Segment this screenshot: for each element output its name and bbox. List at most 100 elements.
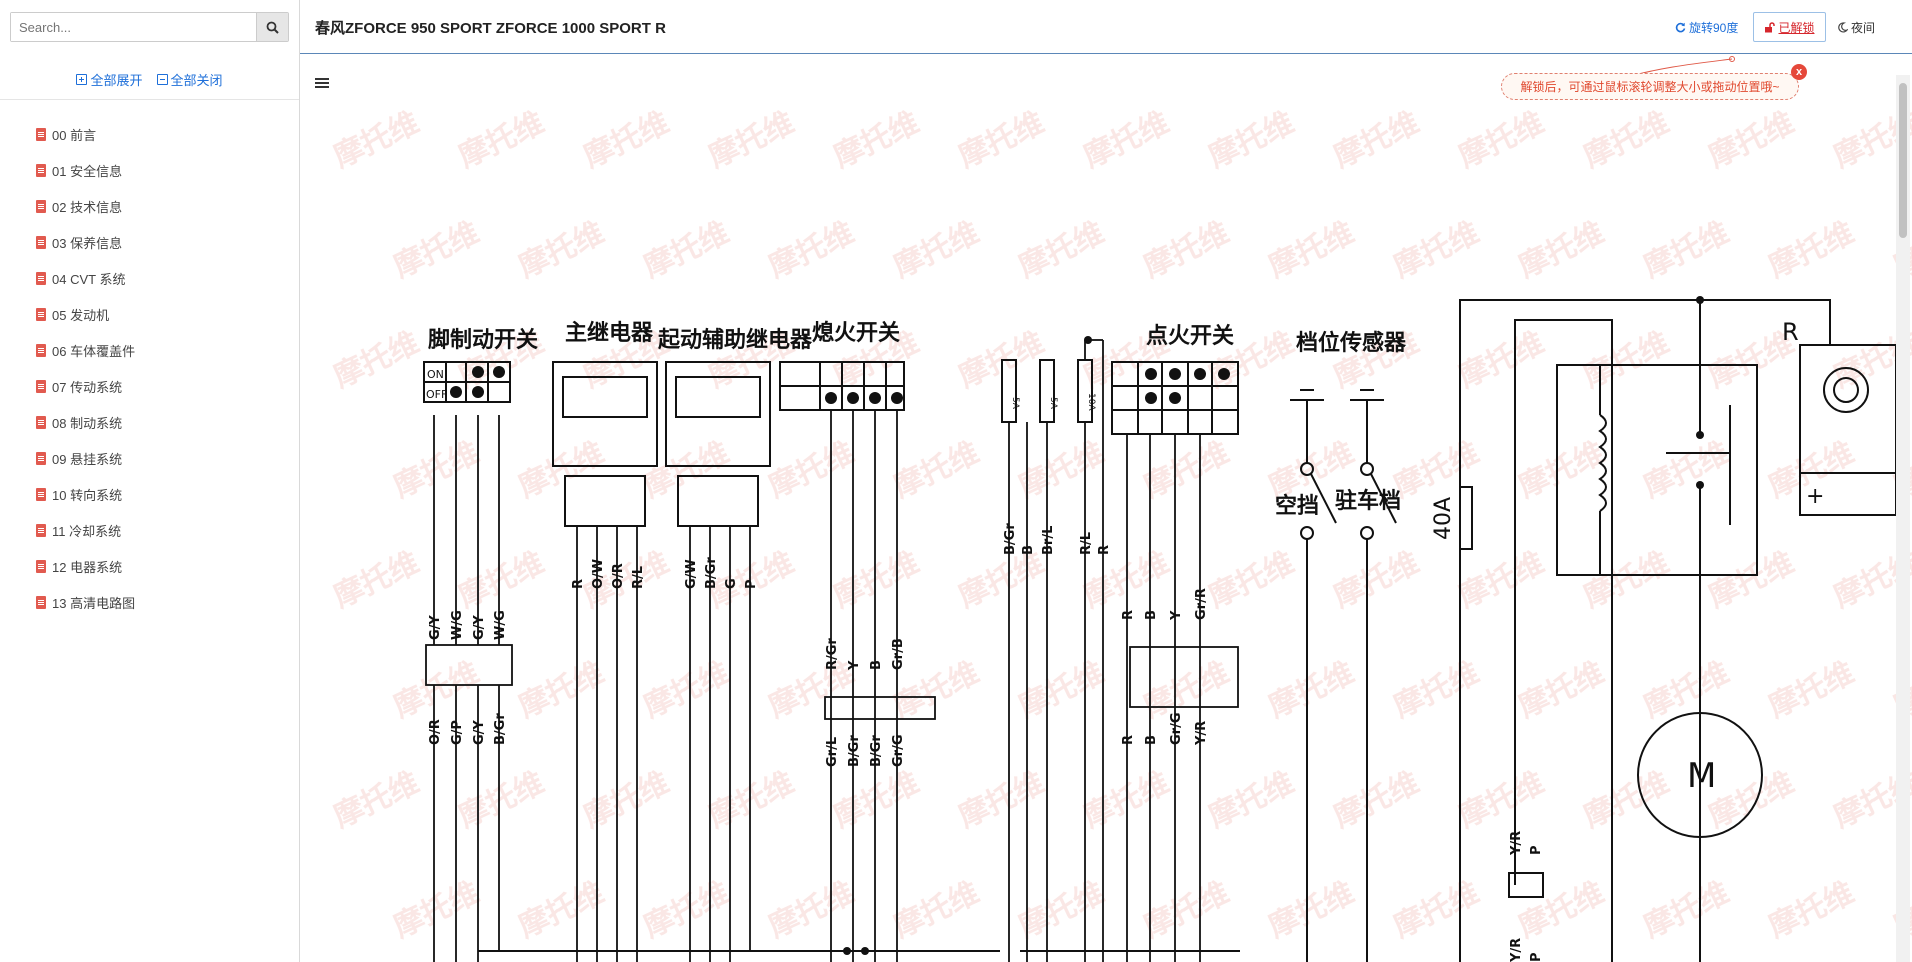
label-kill-switch: 熄火开关: [812, 320, 900, 346]
wire-label: G/Y: [472, 720, 487, 745]
wire-label: Y/R: [1194, 721, 1209, 746]
label-start-relay: 起动辅助继电器: [657, 327, 813, 353]
diagram-viewer: 摩托维摩托维摩托维摩托维摩托维摩托维摩托维摩托维摩托维摩托维摩托维摩托维摩托维摩…: [300, 55, 1912, 962]
toc-item[interactable]: 11 冷却系统: [36, 512, 135, 548]
search-icon: [266, 21, 279, 34]
search-input[interactable]: [11, 13, 256, 41]
tip-close-button[interactable]: x: [1791, 64, 1807, 80]
wire-label: Gr/B: [891, 638, 906, 670]
label-ignition-switch: 点火开关: [1146, 323, 1234, 349]
wire-label: R: [571, 579, 586, 589]
label-main-relay: 主继电器: [565, 320, 654, 346]
search-button[interactable]: [256, 13, 288, 41]
file-icon: [36, 451, 46, 465]
wire-label: B/Gr: [847, 735, 862, 767]
file-icon: [36, 163, 46, 177]
toc-item-label: 05 发动机: [52, 307, 110, 323]
label-foot-brake-switch: 脚制动开关: [428, 328, 538, 353]
rotate-button[interactable]: 旋转90度: [1675, 12, 1738, 42]
plus-square-icon: [76, 74, 88, 85]
toc-list: 00 前言 01 安全信息 02 技术信息 03 保养信息 04 CVT 系统 …: [36, 116, 135, 620]
file-icon: [36, 487, 46, 501]
toc-item[interactable]: 09 悬挂系统: [36, 440, 135, 476]
label-relay-r: R: [1782, 318, 1799, 346]
scrollbar-thumb[interactable]: [1899, 83, 1907, 238]
toc-item[interactable]: 06 车体覆盖件: [36, 332, 135, 368]
wire-label: B: [869, 660, 884, 670]
menu-icon[interactable]: [315, 78, 329, 89]
wire-label: W/G: [450, 610, 465, 640]
file-icon: [36, 343, 46, 357]
toc-item[interactable]: 04 CVT 系统: [36, 260, 135, 296]
wire-label: Y: [847, 660, 862, 671]
wire-label: G/Y: [428, 615, 443, 640]
wire-label: R: [1097, 545, 1112, 555]
toc-item[interactable]: 01 安全信息: [36, 152, 135, 188]
label-park: 驻车档: [1335, 488, 1401, 514]
wire-label: P: [1529, 845, 1544, 855]
wire-label: Y/R: [1509, 938, 1524, 962]
night-mode-button[interactable]: 夜间: [1837, 12, 1875, 42]
sidebar: 全部展开 全部关闭 00 前言 01 安全信息 02 技术信息 03 保养信息 …: [0, 0, 300, 962]
wire-label: G: [724, 578, 739, 589]
unlock-button[interactable]: 已解锁: [1753, 12, 1826, 42]
wire-label: R/L: [631, 566, 646, 589]
toc-item-label: 12 电器系统: [52, 559, 123, 575]
file-icon: [36, 415, 46, 429]
wire-label: G/P: [450, 720, 465, 745]
wiring-diagram[interactable]: 脚制动开关 主继电器 起动辅助继电器 熄火开关 点火开关 档位传感器 空挡 驻车…: [300, 55, 1896, 962]
toc-item-label: 03 保养信息: [52, 235, 123, 251]
wire-label: Y: [1169, 610, 1184, 621]
toc-item-label: 07 传动系统: [52, 379, 123, 395]
toc-item[interactable]: 10 转向系统: [36, 476, 135, 512]
label-fuse-5a-1: 5A: [1010, 397, 1020, 410]
wire-label: B: [1021, 545, 1036, 555]
toc-item[interactable]: 00 前言: [36, 116, 135, 152]
wire-label: O/W: [591, 559, 606, 589]
wire-label: B/Gr: [493, 713, 508, 745]
expand-all-button[interactable]: 全部展开: [76, 70, 143, 89]
toc-item-label: 01 安全信息: [52, 163, 123, 179]
toc-item-label: 04 CVT 系统: [52, 271, 126, 287]
wire-label: G/W: [684, 559, 699, 589]
toc-item-label: 06 车体覆盖件: [52, 343, 136, 359]
label-fuse-40a: 40A: [1431, 497, 1456, 540]
wire-label: Gr/R: [1194, 588, 1209, 620]
toc-item-label: 13 高清电路图: [52, 595, 136, 611]
toc-item[interactable]: 07 传动系统: [36, 368, 135, 404]
file-icon: [36, 523, 46, 537]
toc-item[interactable]: 03 保养信息: [36, 224, 135, 260]
label-neutral: 空挡: [1275, 493, 1319, 519]
file-icon: [36, 559, 46, 573]
wire-label: G/Y: [472, 615, 487, 640]
moon-icon: [1838, 21, 1848, 32]
toc-item[interactable]: 12 电器系统: [36, 548, 135, 584]
toc-item-label: 08 制动系统: [52, 415, 123, 431]
file-icon: [36, 271, 46, 285]
toc-item-label: 00 前言: [52, 127, 97, 143]
night-label: 夜间: [1851, 20, 1876, 35]
scrollbar[interactable]: [1896, 75, 1910, 962]
rotate-label: 旋转90度: [1689, 20, 1739, 35]
wire-label: B/Gr: [869, 735, 884, 767]
wire-label: B/Gr: [704, 557, 719, 589]
search-box: [10, 12, 289, 42]
rotate-icon: [1675, 22, 1686, 32]
toc-item-label: 02 技术信息: [52, 199, 123, 215]
wire-label: O/R: [428, 719, 443, 745]
file-icon: [36, 235, 46, 249]
collapse-all-label: 全部关闭: [170, 73, 223, 88]
wire-label: O/R: [611, 563, 626, 589]
wire-label: Gr/G: [891, 735, 906, 768]
label-off: OFF: [426, 388, 447, 401]
toc-item[interactable]: 13 高清电路图: [36, 584, 135, 620]
collapse-all-button[interactable]: 全部关闭: [156, 70, 223, 89]
unlock-label: 已解锁: [1778, 20, 1815, 35]
toc-item[interactable]: 05 发动机: [36, 296, 135, 332]
label-on: ON: [427, 368, 444, 381]
wire-label: Gr/L: [825, 737, 840, 767]
toc-item[interactable]: 08 制动系统: [36, 404, 135, 440]
wire-label: R/Gr: [825, 638, 840, 670]
label-fuse-10a: 10A: [1086, 393, 1096, 411]
toc-item[interactable]: 02 技术信息: [36, 188, 135, 224]
